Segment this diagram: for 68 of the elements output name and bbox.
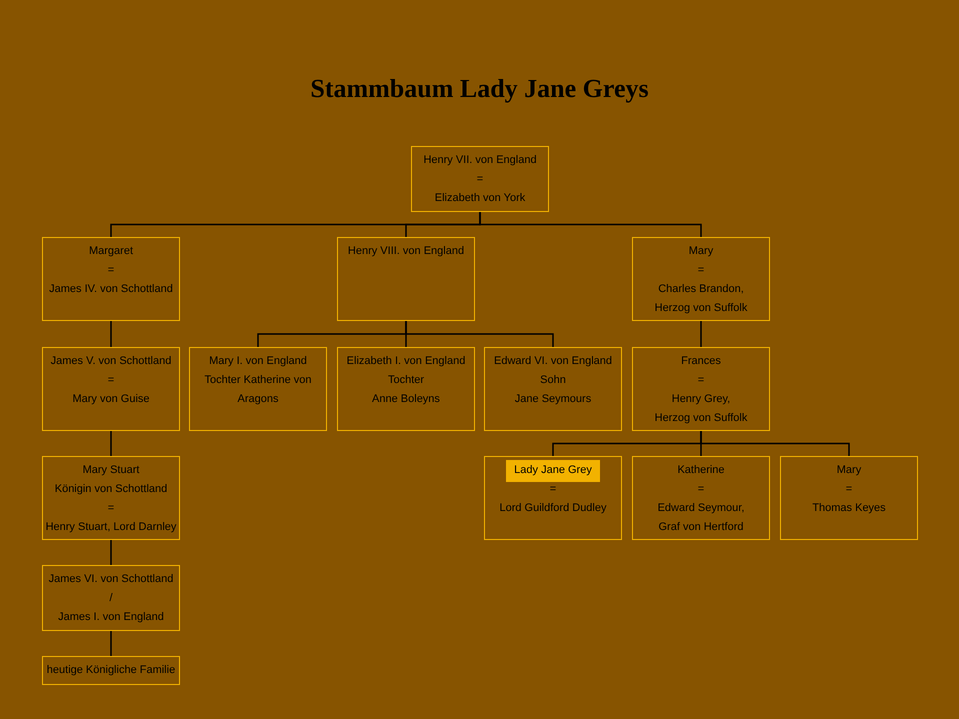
name-text: Mary Stuart: [82, 463, 140, 478]
name-text: James IV. von Schottland: [49, 282, 173, 297]
name-text: James VI. von Schottland: [48, 572, 174, 587]
name-text: Mary: [688, 244, 714, 259]
name-text: =: [108, 373, 114, 388]
connector-line: [405, 321, 554, 347]
name-text: Edward Seymour,: [658, 501, 744, 516]
person-box: [780, 456, 918, 540]
name-text: Edward VI. von England: [494, 354, 612, 369]
name-text: =: [698, 482, 704, 497]
name-text: Herzog von Suffolk: [654, 301, 748, 316]
person-box: [42, 565, 180, 631]
name-text: Thomas Keyes: [812, 501, 886, 516]
name-text: Lord Guildford Dudley: [499, 501, 606, 516]
name-text: Mary von Guise: [72, 392, 150, 407]
name-text: Jane Seymours: [514, 392, 592, 407]
connector-line: [479, 212, 702, 237]
person-box: [42, 237, 180, 321]
name-text: Herzog von Suffolk: [654, 411, 748, 426]
connector-line: [110, 631, 112, 656]
name-text: James I. von England: [58, 610, 164, 625]
name-text: =: [698, 263, 704, 278]
name-text: =: [476, 172, 484, 187]
name-text: =: [550, 482, 556, 497]
name-text: Henry VII. von England: [423, 153, 537, 168]
highlighted-name: Lady Jane Grey: [506, 460, 600, 482]
name-text: heutige Königliche Familie: [46, 663, 176, 678]
name-text: =: [846, 482, 852, 497]
person-box: [632, 347, 770, 431]
name-text: =: [108, 501, 114, 516]
name-text: Elizabeth von York: [434, 191, 526, 206]
name-text: Frances: [681, 354, 721, 369]
person-box: [337, 237, 475, 321]
name-text: Henry Stuart, Lord Darnley: [46, 520, 176, 535]
name-text: /: [109, 591, 113, 606]
person-box: [337, 347, 475, 431]
name-text: Königin von Schottland: [54, 482, 168, 497]
name-text: Sohn: [540, 373, 566, 388]
connector-line: [110, 540, 112, 565]
connector-line: [110, 321, 112, 347]
name-text: Margaret: [88, 244, 134, 259]
name-text: =: [698, 373, 704, 388]
connector-line: [700, 321, 702, 347]
connector-line: [700, 431, 850, 456]
person-box: [632, 237, 770, 321]
person-box: [42, 656, 180, 685]
person-box: [42, 347, 180, 431]
name-text: Henry Grey,: [672, 392, 730, 407]
connector-line: [110, 431, 112, 456]
name-text: Charles Brandon,: [658, 282, 744, 297]
person-box: [632, 456, 770, 540]
name-text: Mary I. von England: [209, 354, 307, 369]
name-text: Henry VIII. von England: [348, 244, 464, 259]
name-text: Graf von Hertford: [658, 520, 744, 535]
diagram-title: Stammbaum Lady Jane Greys: [310, 74, 649, 104]
name-text: Katherine: [677, 463, 725, 478]
name-text: Anne Boleyns: [372, 392, 440, 407]
person-box: [484, 347, 622, 431]
name-text: Mary: [836, 463, 862, 478]
person-box: [189, 347, 327, 431]
name-text: James V. von Schottland: [50, 354, 172, 369]
name-text: =: [108, 263, 114, 278]
name-text: Tochter: [388, 373, 424, 388]
person-box: [484, 456, 622, 540]
name-text: Tochter Katherine von Aragons: [203, 373, 312, 407]
name-text: Elizabeth I. von England: [346, 354, 466, 369]
person-box: [42, 456, 180, 540]
person-box: [411, 146, 549, 212]
